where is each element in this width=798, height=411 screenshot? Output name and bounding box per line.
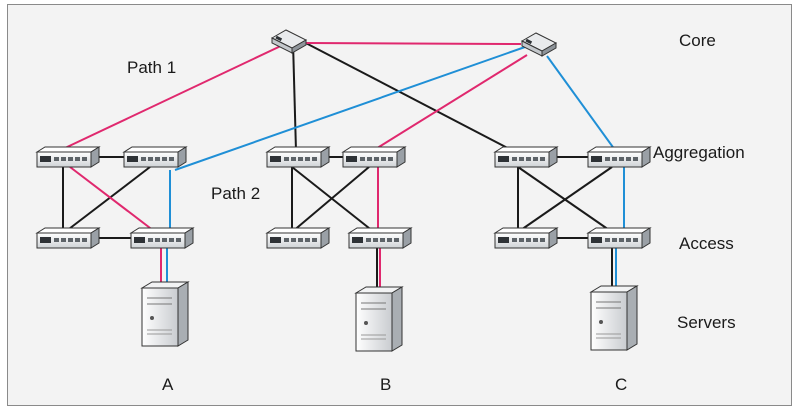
path-1-route (64, 42, 528, 292)
server-label-a: A (162, 375, 174, 394)
path-2-label: Path 2 (211, 184, 260, 203)
aggregation-switch (494, 146, 558, 168)
aggregation-switch (36, 146, 100, 168)
server-c-icon (590, 285, 638, 351)
access-switch (587, 227, 651, 249)
aggregation-switch (266, 146, 330, 168)
aggregation-switch (123, 146, 187, 168)
access-switch (348, 227, 412, 249)
access-switch (130, 227, 194, 249)
layer-label-core: Core (679, 31, 716, 50)
layer-label-access: Access (679, 234, 734, 253)
server-label-b: B (380, 375, 391, 394)
layer-label-aggregation: Aggregation (653, 143, 745, 162)
server-label-c: C (615, 375, 627, 394)
layer-label-servers: Servers (677, 313, 736, 332)
aggregation-switch (342, 146, 406, 168)
path-1-label: Path 1 (127, 58, 176, 77)
access-switch (266, 227, 330, 249)
aggregation-switch (587, 146, 651, 168)
access-switch (36, 227, 100, 249)
links (62, 39, 613, 292)
path-2-route (166, 46, 625, 289)
server-b-icon (355, 286, 403, 352)
access-switch (494, 227, 558, 249)
server-a-icon (141, 281, 189, 347)
core-router-right (521, 32, 557, 57)
core-router-left (271, 29, 307, 54)
